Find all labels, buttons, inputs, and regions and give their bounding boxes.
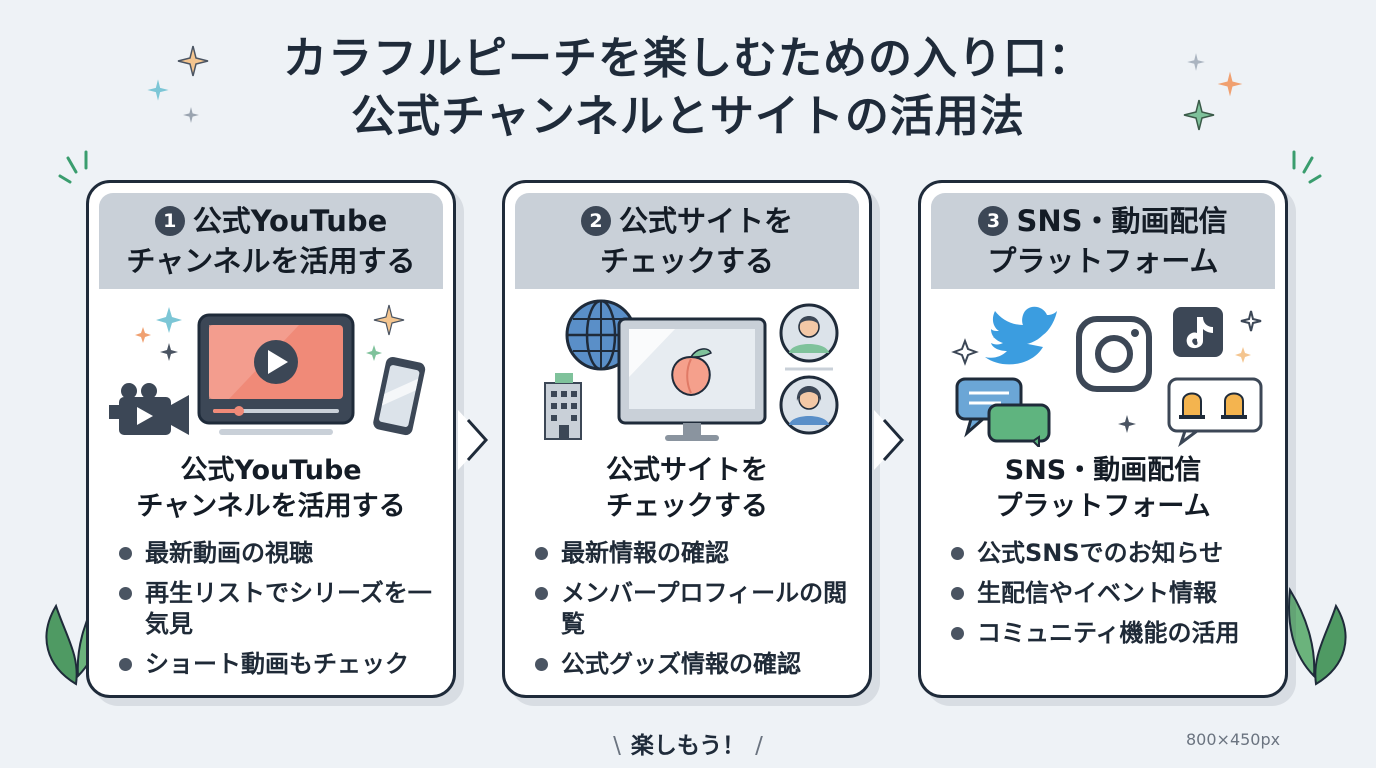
sparkle-icon — [1187, 53, 1205, 71]
chevron-right-icon — [874, 410, 905, 470]
list-item: 最新動画の視聴 — [117, 538, 437, 569]
list-item: 最新情報の確認 — [533, 538, 853, 569]
website-illustration — [544, 299, 839, 441]
video-player-icon — [197, 313, 355, 435]
card-heading-line-1: SNS・動画配信 — [1016, 204, 1228, 238]
card-subtitle: 公式サイトを チェックする — [606, 455, 768, 522]
list-item: 再生リストでシリーズを一気見 — [117, 578, 437, 640]
leaf-decoration — [1288, 586, 1347, 686]
step-number-badge: 1 — [154, 206, 185, 236]
member-avatar-icon — [779, 303, 839, 435]
list-item: 公式グッズ情報の確認 — [533, 649, 853, 680]
list-item: 生配信やイベント情報 — [949, 578, 1269, 609]
sparkle-icon — [183, 107, 199, 123]
card-heading-line-2: プラットフォーム — [987, 244, 1219, 278]
card-heading-line-2: チェックする — [599, 244, 774, 278]
size-label: 800×450px — [1186, 730, 1281, 749]
title-line-1: カラフルピーチを楽しむための入り口： — [283, 33, 1093, 84]
title-line-2: 公式チャンネルとサイトの活用法 — [351, 91, 1025, 142]
sparkle-icon — [1183, 99, 1215, 131]
card-bullet-list: 公式SNSでのお知らせ 生配信やイベント情報 コミュニティ機能の活用 — [949, 538, 1269, 658]
bell-icon — [1167, 377, 1263, 447]
list-item: コミュニティ機能の活用 — [949, 618, 1269, 649]
twitter-bird-icon — [985, 306, 1057, 365]
instagram-icon — [1076, 316, 1152, 392]
card-bullet-list: 最新動画の視聴 再生リストでシリーズを一気見 ショート動画もチェック — [117, 538, 437, 689]
footer-message: \楽しもう！/ — [613, 733, 763, 759]
chat-bubble-icon — [955, 377, 1051, 447]
card-heading-line-1: 公式サイトを — [618, 204, 793, 238]
building-icon — [544, 373, 582, 440]
smartphone-icon — [373, 356, 426, 436]
sparkle-icon — [177, 45, 209, 77]
card-heading-line-1: 公式YouTube — [192, 204, 388, 238]
sns-illustration — [951, 306, 1263, 447]
youtube-illustration — [109, 304, 426, 436]
tiktok-icon — [1173, 307, 1223, 357]
sparkle-icon — [147, 79, 169, 101]
list-item: メンバープロフィールの閲覧 — [533, 578, 853, 640]
list-item: ショート動画もチェック — [117, 649, 437, 680]
footer-text: 楽しもう！ — [630, 733, 746, 759]
monitor-peach-icon — [617, 317, 767, 441]
card-bullet-list: 最新情報の確認 メンバープロフィールの閲覧 公式グッズ情報の確認 — [533, 538, 853, 689]
page-title: カラフルピーチを楽しむための入り口： 公式チャンネルとサイトの活用法 — [0, 30, 1376, 146]
rays-decoration — [58, 150, 88, 184]
chevron-right-icon — [458, 410, 489, 470]
card-subtitle: 公式YouTube チャンネルを活用する — [136, 455, 406, 522]
card-heading-line-2: チャンネルを活用する — [126, 244, 416, 278]
step-number-badge: 2 — [580, 206, 611, 236]
list-item: 公式SNSでのお知らせ — [949, 538, 1269, 569]
video-camera-icon — [109, 383, 189, 435]
card-subtitle: SNS・動画配信 プラットフォーム — [995, 455, 1211, 522]
sparkle-icon — [1217, 71, 1243, 97]
rays-decoration — [1292, 150, 1322, 184]
step-number-badge: 3 — [978, 206, 1009, 236]
